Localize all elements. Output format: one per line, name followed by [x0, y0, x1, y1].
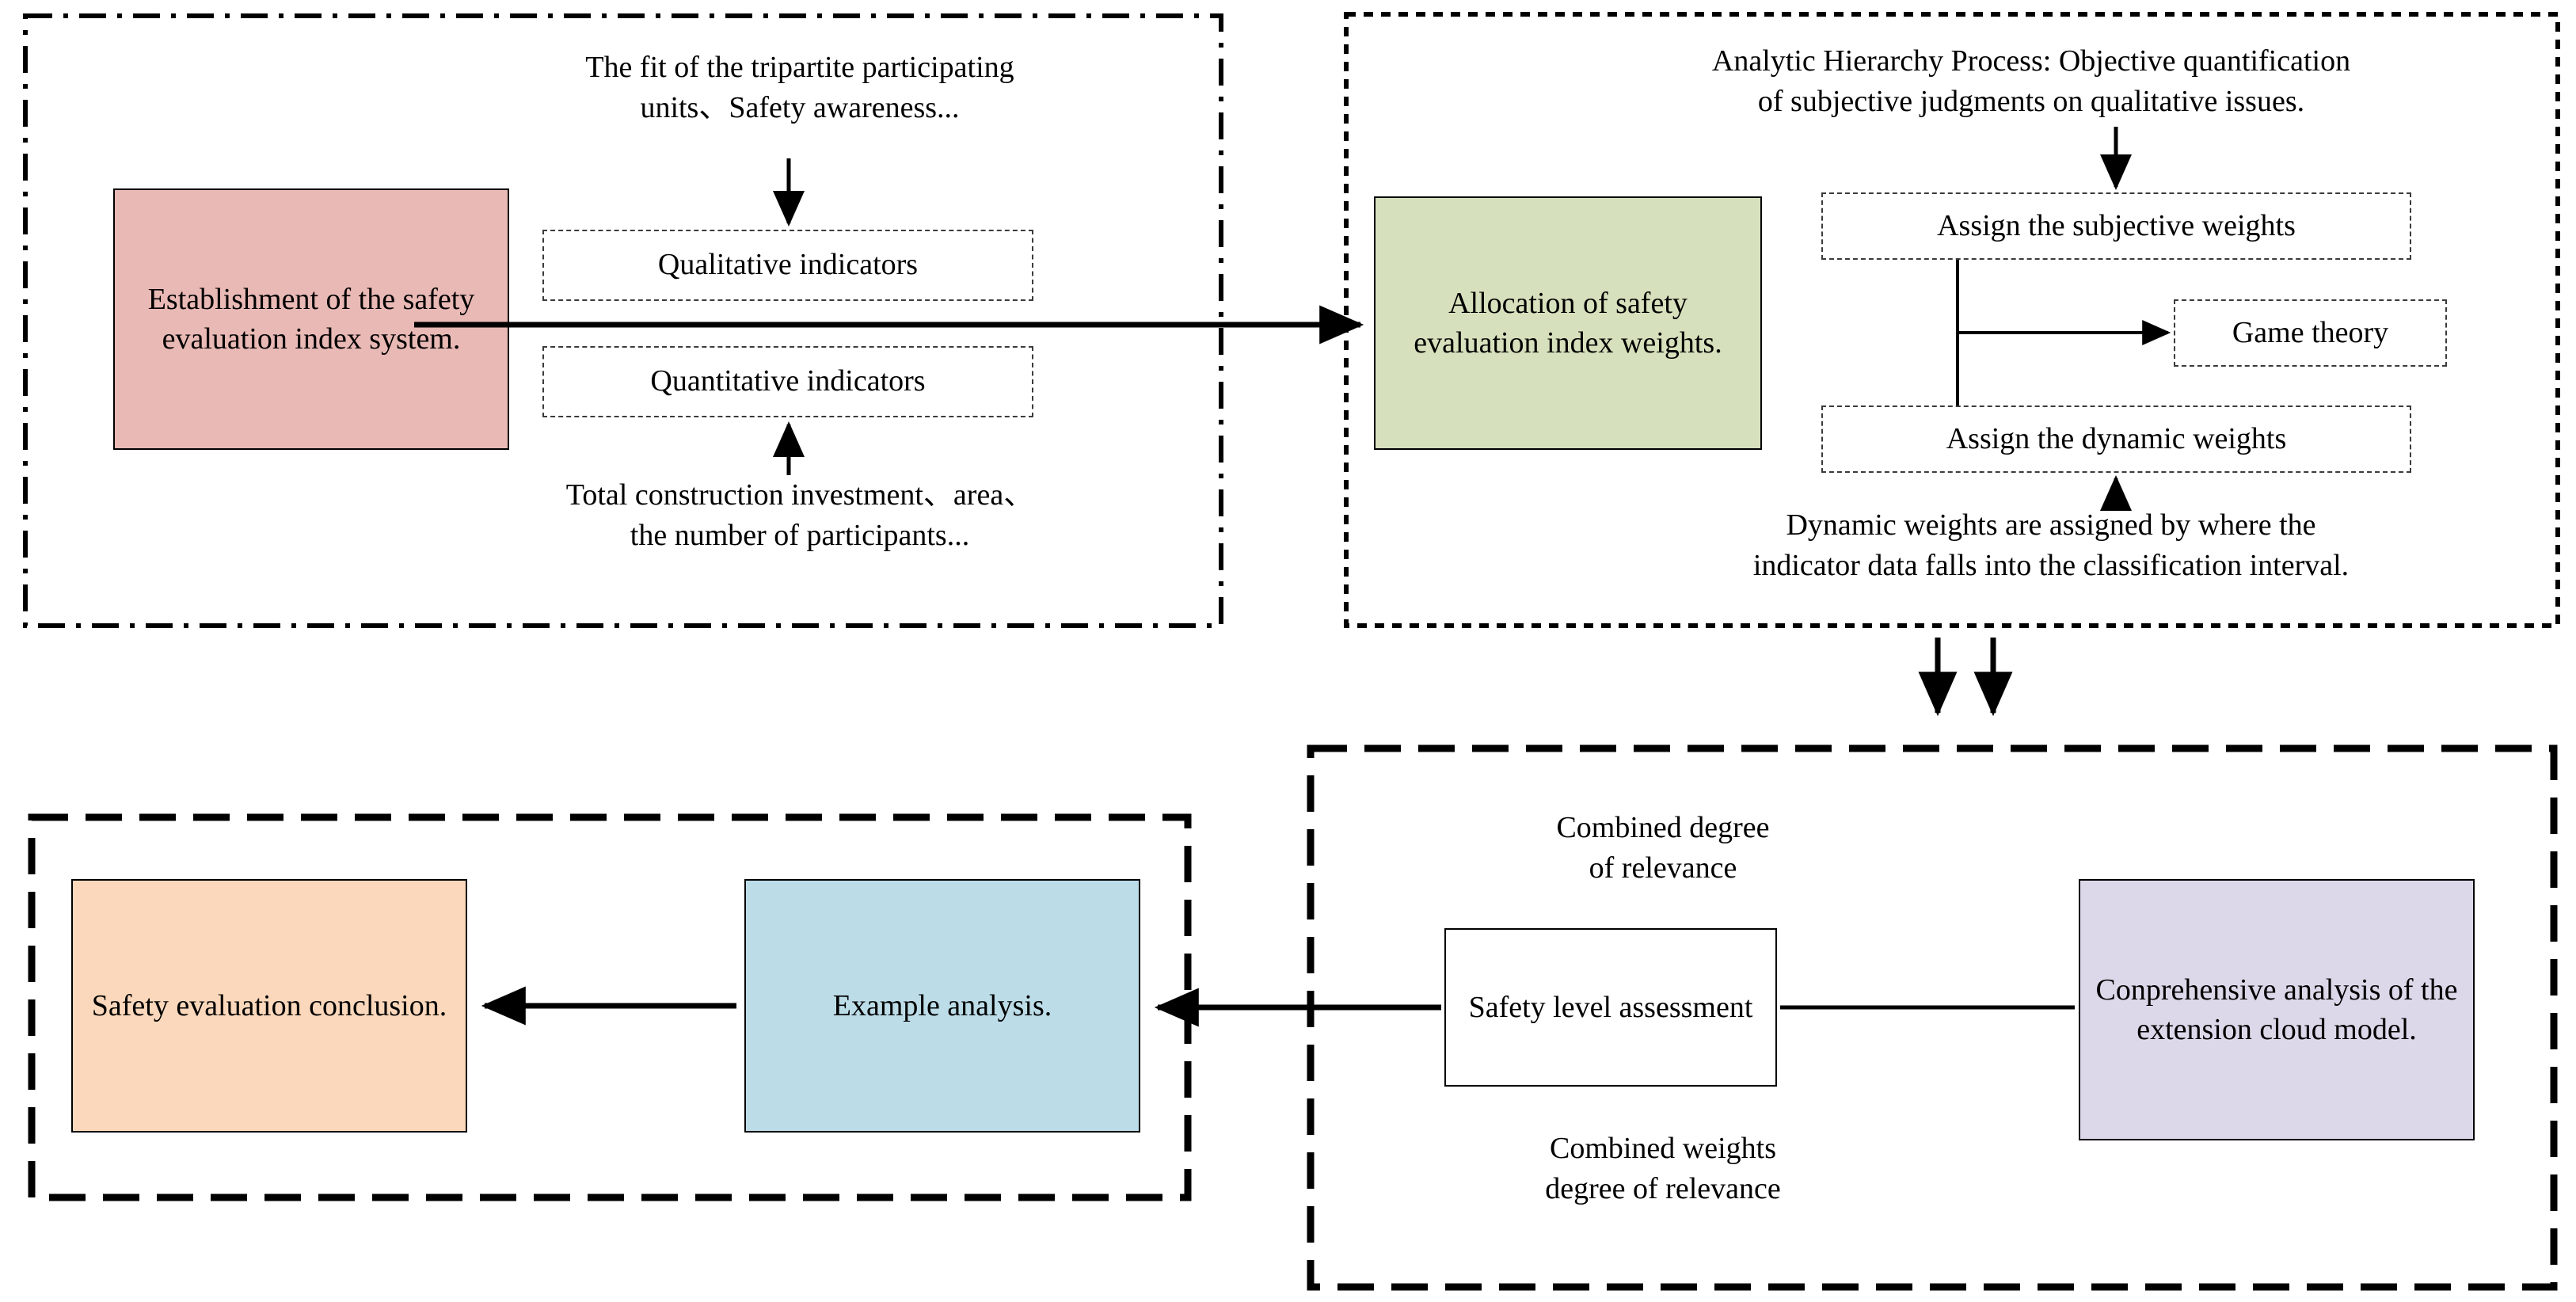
ahp-caption: Analytic Hierarchy Process: Objective qu… — [1711, 44, 2351, 118]
qualitative-source-caption: The fit of the tripartite participating … — [585, 51, 1014, 124]
dynamic-weights-caption: Dynamic weights are assigned by where th… — [1752, 508, 2350, 582]
dynamic-weights-box[interactable]: Assign the dynamic weights — [1821, 405, 2411, 473]
subjective-weights-box[interactable]: Assign the subjective weights — [1821, 192, 2411, 260]
combined-weights-caption: Combined weights degree of relevance — [1545, 1132, 1781, 1205]
game-theory-box[interactable]: Game theory — [2174, 299, 2447, 367]
qualitative-indicators-box[interactable]: Qualitative indicators — [542, 230, 1033, 301]
quantitative-source-caption: Total construction investment、area、 the … — [565, 478, 1034, 552]
cloud-model-box[interactable]: Conprehensive analysis of the extension … — [2079, 879, 2475, 1140]
safety-conclusion-box[interactable]: Safety evaluation conclusion. — [71, 879, 467, 1133]
quantitative-indicators-box[interactable]: Quantitative indicators — [542, 346, 1033, 417]
weights-allocation-box[interactable]: Allocation of safety evaluation index we… — [1374, 196, 1762, 450]
combined-degree-caption: Combined degree of relevance — [1556, 811, 1770, 885]
index-system-box[interactable]: Establishment of the safety evaluation i… — [113, 188, 509, 450]
example-analysis-box[interactable]: Example analysis. — [744, 879, 1140, 1133]
safety-level-assessment-box[interactable]: Safety level assessment — [1444, 928, 1777, 1087]
